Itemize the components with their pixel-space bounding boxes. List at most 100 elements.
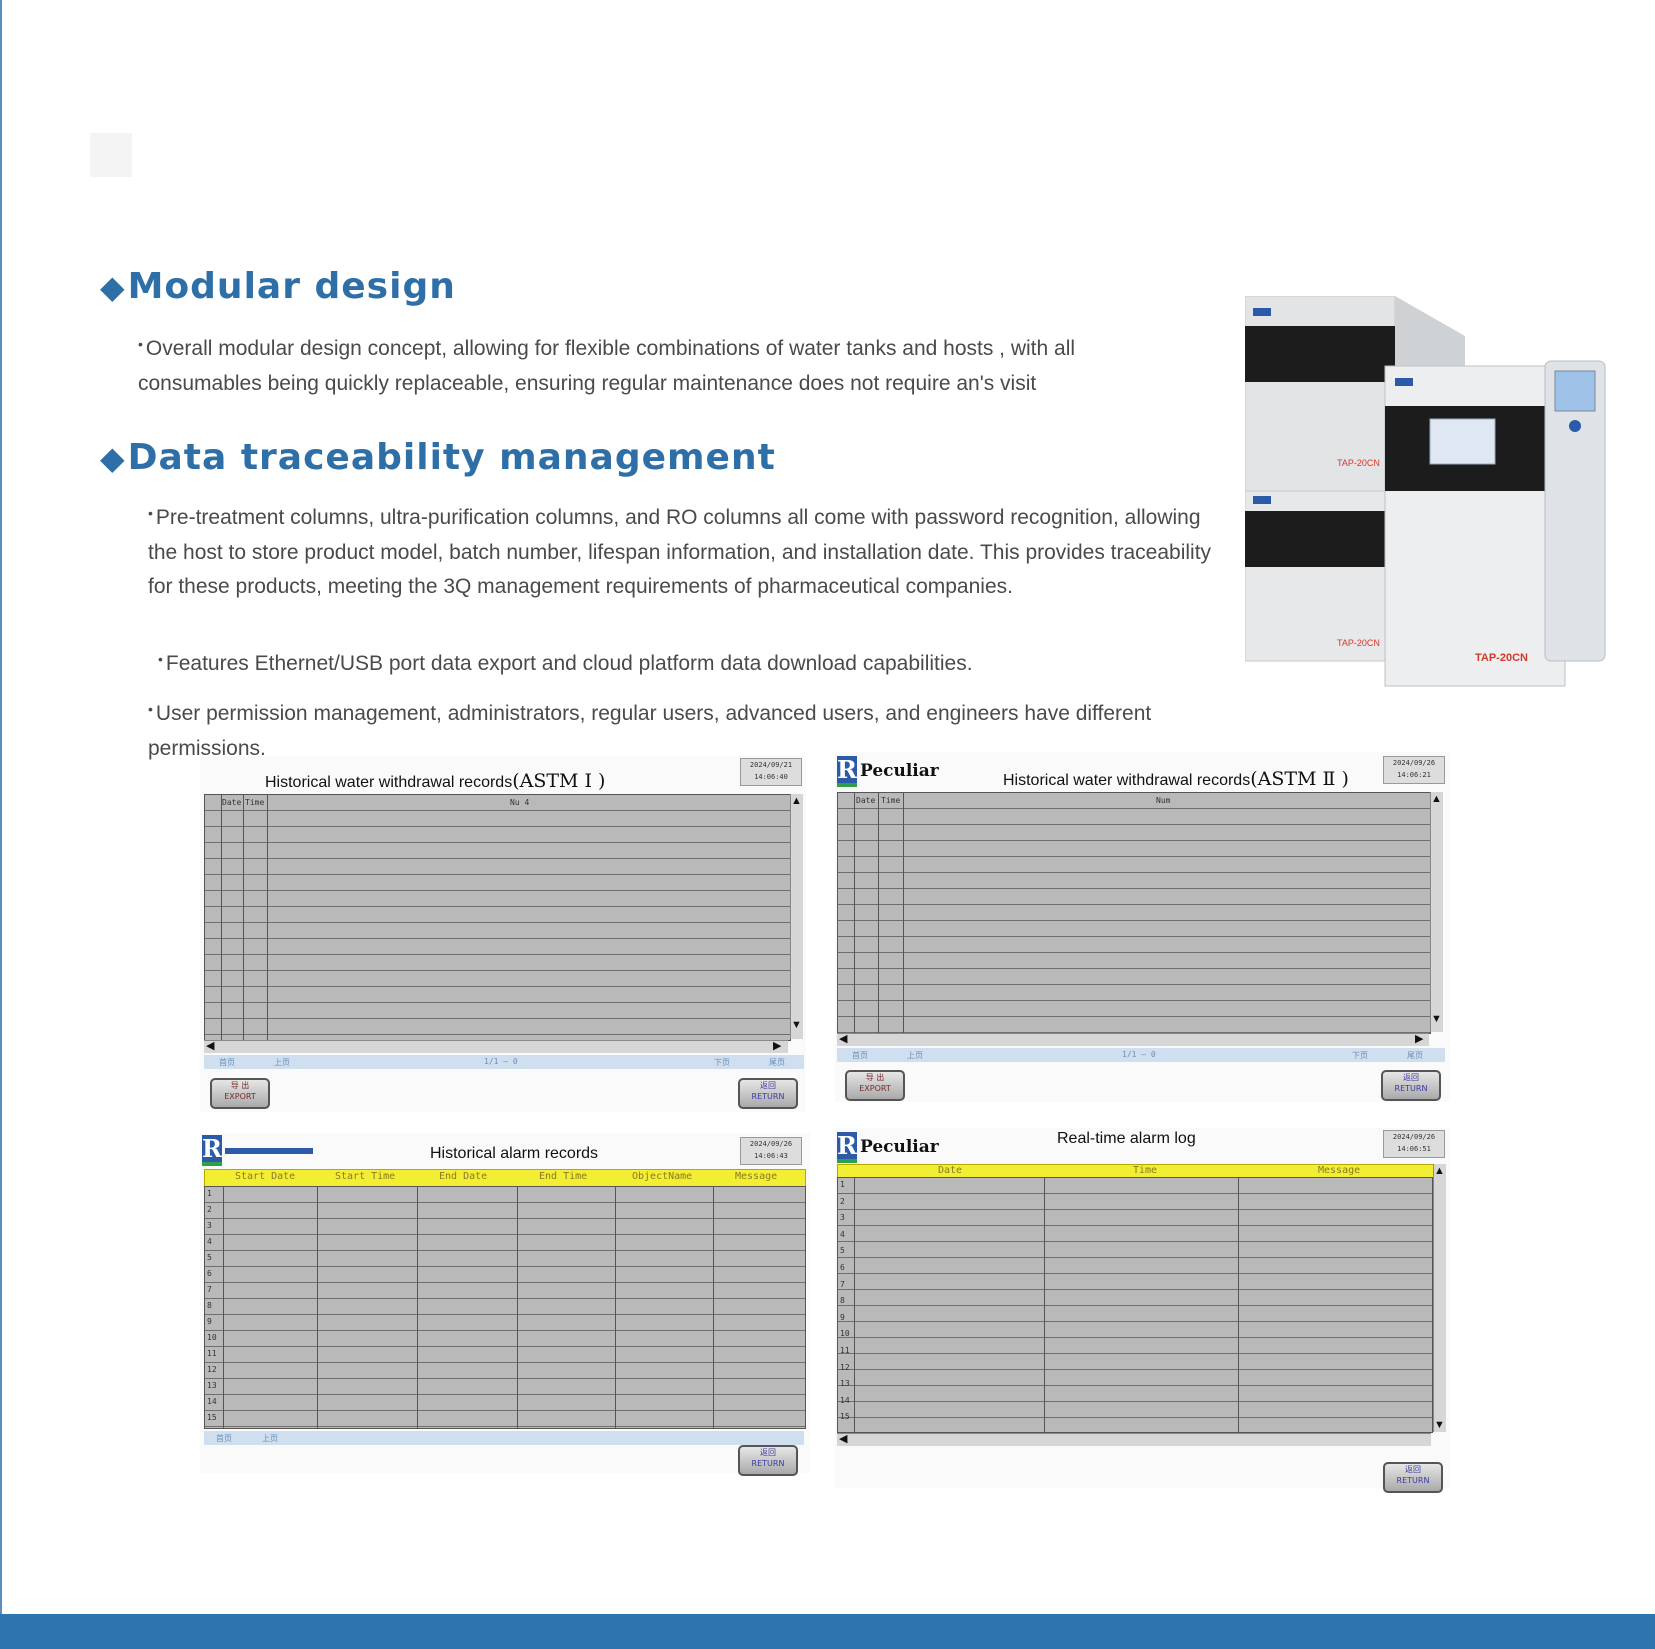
row-number: 2 [840,1196,845,1206]
screen-title: Historical alarm records [430,1145,599,1162]
footer-bar [0,1614,1655,1649]
row-number: 4 [840,1229,845,1239]
scroll-left-icon[interactable]: ◀ [839,1433,848,1445]
pager-next[interactable]: 下页 [1352,1051,1368,1060]
pager-prev[interactable]: 上页 [907,1051,923,1060]
return-label-en: RETURN [751,1092,785,1101]
clock-time: 14:06:43 [754,1152,788,1160]
row-number: 12 [840,1362,850,1372]
title-text: Historical water withdrawal records [1003,772,1251,789]
row-number: 6 [207,1269,212,1278]
row-number: 4 [207,1237,212,1246]
logo-text: Peculiar [860,1137,939,1157]
pager-bar: 首页 上页 [204,1431,804,1445]
vertical-scrollbar[interactable] [1433,1164,1446,1432]
alarm-log-grid [837,1177,1433,1433]
scroll-down-icon[interactable]: ▼ [791,1019,802,1031]
scroll-down-icon[interactable]: ▼ [1431,1013,1442,1025]
records-grid: Date Time Nu 4 [204,794,791,1041]
col-divider [243,795,244,1040]
screen-title: Historical water withdrawal records(ASTM… [1003,768,1349,790]
horizontal-scrollbar[interactable] [837,1033,1429,1046]
pager-first[interactable]: 首页 [852,1051,868,1060]
bullet-icon: • [158,651,163,667]
scroll-right-icon[interactable]: ▶ [773,1040,782,1052]
scroll-up-icon[interactable]: ▲ [1434,1165,1445,1177]
alarm-grid [204,1186,806,1429]
return-button[interactable]: 返回 RETURN [738,1445,798,1476]
col-message: Message [735,1171,778,1182]
vertical-scrollbar[interactable] [790,794,803,1039]
col-divider [713,1187,714,1428]
col-time-header: Time [245,798,265,807]
scroll-up-icon[interactable]: ▲ [791,795,802,807]
col-divider [903,793,904,1033]
scroll-up-icon[interactable]: ▲ [1431,793,1442,805]
heading-text: Modular design [127,266,456,307]
diamond-icon: ◆ [100,268,126,306]
return-label-en: RETURN [751,1459,785,1468]
scroll-left-icon[interactable]: ◀ [206,1040,215,1052]
row-number: 9 [840,1312,845,1322]
clock-display: 2024/09/26 14:06:43 [740,1137,802,1165]
row-number: 10 [840,1329,850,1339]
col-date-header: Date [222,798,242,807]
col-divider [615,1187,616,1428]
col-divider [221,795,222,1040]
pager-last[interactable]: 尾页 [1407,1051,1423,1060]
horizontal-scrollbar[interactable] [837,1433,1431,1446]
pager-first[interactable]: 首页 [219,1058,235,1067]
col-divider [854,1178,855,1432]
row-number: 12 [207,1365,217,1374]
row-number: 11 [207,1349,217,1358]
alarm-table-header: Start Date Start Time End Date End Time … [204,1169,806,1187]
pager-prev[interactable]: 上页 [274,1058,290,1067]
scroll-right-icon[interactable]: ▶ [1415,1033,1424,1045]
row-number: 7 [207,1285,212,1294]
row-number: 15 [207,1413,217,1422]
row-number: 5 [840,1246,845,1256]
row-number: 1 [840,1180,845,1189]
paragraph-password-recognition: •Pre-treatment columns, ultra-purificati… [148,496,1218,605]
pager-next[interactable]: 下页 [714,1058,730,1067]
row-number: 8 [207,1301,212,1310]
pager-prev[interactable]: 上页 [262,1434,278,1443]
row-number: 14 [840,1395,850,1405]
horizontal-scrollbar[interactable] [204,1040,788,1053]
col-divider [854,793,855,1033]
heading-modular-design: ◆Modular design [100,266,456,307]
heading-data-traceability: ◆Data traceability management [100,437,776,478]
clock-date: 2024/09/26 [749,1140,793,1148]
col-divider [223,1187,224,1428]
scroll-left-icon[interactable]: ◀ [839,1033,848,1045]
pager-bar: 首页 上页 1/1 — 0 下页 尾页 [837,1048,1445,1062]
col-divider [517,1187,518,1428]
bullet-icon: • [138,336,143,352]
return-label-cn: 返回 [760,1448,776,1457]
col-divider [417,1187,418,1428]
col-date: Date [938,1165,963,1176]
clock-date: 2024/09/26 [1392,759,1436,767]
vertical-scrollbar[interactable] [1430,792,1443,1032]
unit-label-bottom: TAP-20CN [1337,638,1380,648]
col-divider [317,1187,318,1428]
pager-first[interactable]: 首页 [216,1434,232,1443]
col-divider [1238,1178,1239,1432]
scroll-down-icon[interactable]: ▼ [1434,1419,1445,1431]
pager-last[interactable]: 尾页 [769,1058,785,1067]
col-main-header: Num [1156,796,1171,805]
paragraph-user-permissions: •User permission management, administrat… [148,692,1198,766]
row-number: 15 [840,1412,850,1422]
return-label-en: RETURN [1396,1476,1430,1485]
paragraph-text: Features Ethernet/USB port data export a… [165,652,973,675]
